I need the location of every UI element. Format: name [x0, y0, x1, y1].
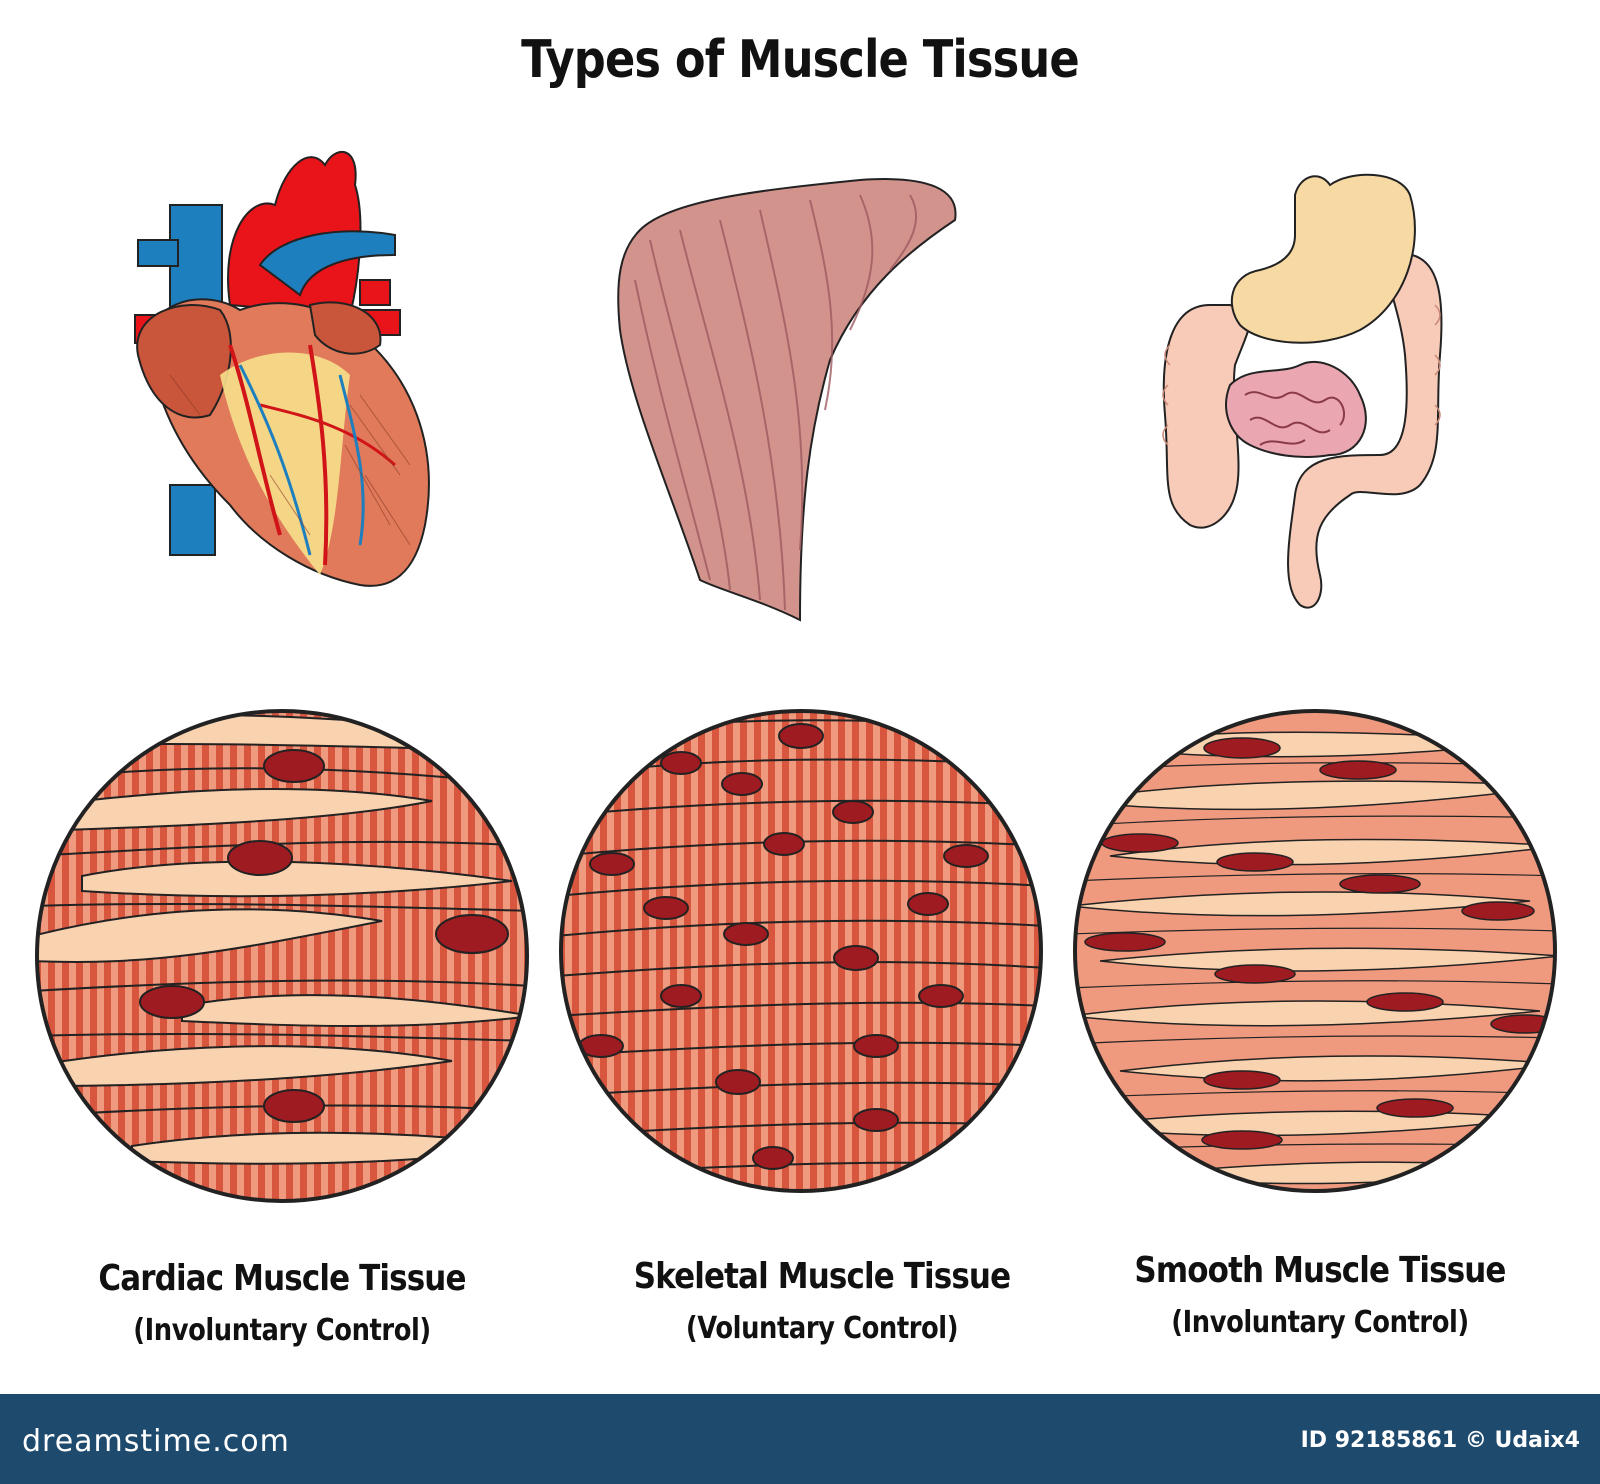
skeletal-control: (Voluntary Control) [685, 1311, 959, 1346]
smooth-name: Smooth Muscle Tissue [1134, 1250, 1506, 1291]
cardiac-control: (Involuntary Control) [133, 1313, 431, 1348]
cardiac-caption: Cardiac Muscle Tissue (Involuntary Contr… [22, 1258, 542, 1348]
cardiac-name: Cardiac Muscle Tissue [98, 1258, 466, 1299]
watermark-logo: dreamstime.com [22, 1424, 290, 1459]
skeletal-caption: Skeletal Muscle Tissue (Voluntary Contro… [562, 1256, 1082, 1346]
digestive-tract-illustration [1162, 173, 1443, 609]
heart-illustration [134, 150, 430, 587]
smooth-caption: Smooth Muscle Tissue (Involuntary Contro… [1060, 1250, 1580, 1340]
footer-bar: dreamstime.com ID 92185861 © Udaix4 [0, 1394, 1600, 1484]
smooth-control: (Involuntary Control) [1171, 1305, 1469, 1340]
cardiac-tissue-circle [35, 709, 529, 1203]
diagram-title: Types of Muscle Tissue [521, 30, 1080, 90]
skeletal-muscle-illustration [617, 178, 957, 622]
smooth-tissue-circle [1073, 709, 1557, 1193]
skeletal-name: Skeletal Muscle Tissue [633, 1256, 1011, 1297]
skeletal-tissue-circle [559, 709, 1043, 1193]
image-credit: ID 92185861 © Udaix4 [1300, 1428, 1580, 1453]
